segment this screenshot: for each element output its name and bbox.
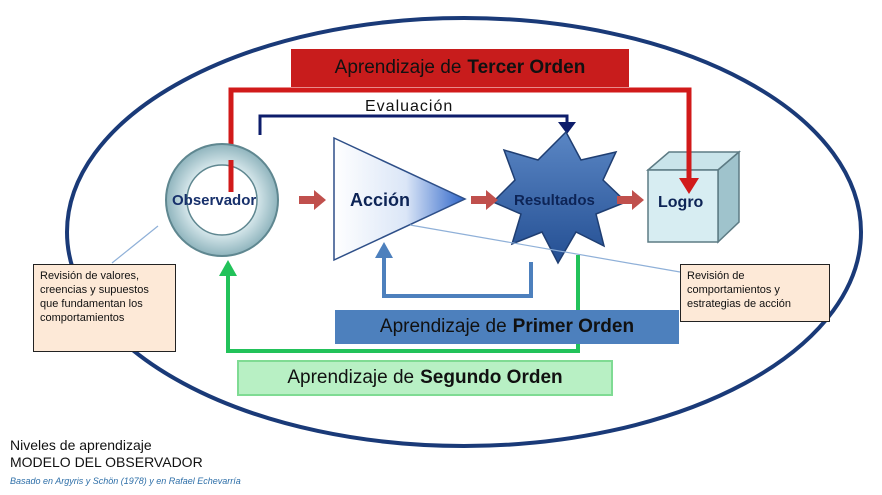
second-order-loop-line (226, 255, 580, 353)
third-order-bold: Tercer Orden (467, 57, 586, 78)
note-behaviors-strategies: Revisión de comportamientos y estrategia… (680, 264, 830, 322)
third-order-arrowhead-front (679, 178, 699, 194)
footer-title: Niveles de aprendizaje (10, 437, 152, 453)
third-order-prefix: Aprendizaje de (334, 57, 462, 78)
first-order-banner: Aprendizaje de Primer Orden (335, 310, 679, 344)
second-order-prefix: Aprendizaje de (287, 367, 415, 388)
arrow-resultados-logro (617, 190, 644, 210)
accion-label: Acción (350, 190, 411, 210)
first-order-arrowhead (375, 242, 393, 258)
footer-credit: Basado en Argyris y Schön (1978) y en Ra… (10, 476, 241, 486)
second-order-bold: Segundo Orden (420, 367, 563, 388)
first-order-bold: Primer Orden (512, 316, 635, 337)
resultados-star (491, 130, 628, 265)
connector-left-note (111, 225, 159, 264)
arrow-observador-accion (299, 190, 326, 210)
first-order-loop-line (382, 255, 533, 298)
logro-label: Logro (658, 194, 704, 211)
evaluation-arrowhead (558, 122, 576, 134)
note-values-beliefs: Revisión de valores, creencias y supuest… (33, 264, 176, 352)
first-order-prefix: Aprendizaje de (379, 316, 507, 337)
second-order-banner: Aprendizaje de Segundo Orden (237, 360, 613, 396)
evaluation-loop-line (258, 114, 569, 135)
evaluacion-label: Evaluación (365, 98, 454, 115)
third-order-loop-line (228, 87, 692, 192)
accion-triangle (333, 136, 467, 262)
third-order-banner: Aprendizaje de Tercer Orden (291, 49, 629, 87)
second-order-arrowhead (219, 260, 237, 276)
connector-right-note (409, 224, 681, 273)
arrow-accion-resultados (471, 190, 498, 210)
resultados-label: Resultados (514, 192, 595, 209)
outer-ellipse (65, 16, 863, 448)
observador-label: Observador (172, 192, 257, 209)
observador-hole (186, 164, 258, 236)
footer-subtitle: MODELO DEL OBSERVADOR (10, 454, 203, 470)
